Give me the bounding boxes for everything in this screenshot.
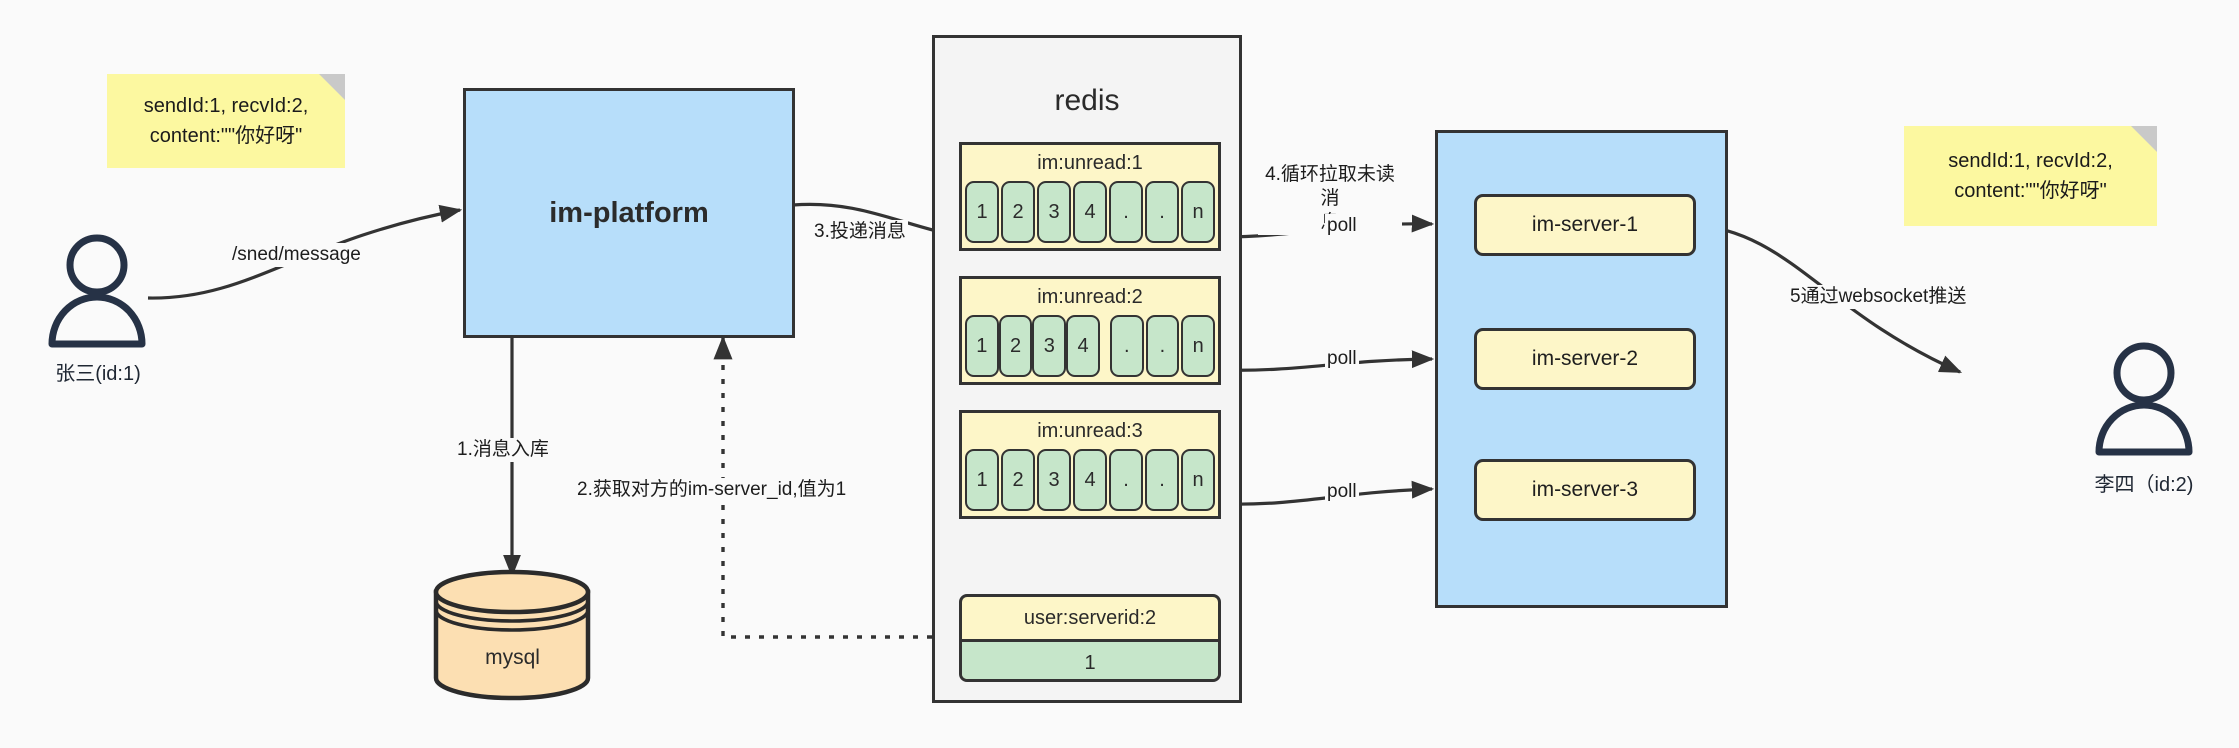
avatar-receiver-label: 李四（id:2): [2094, 474, 2194, 496]
list-cell: 2: [1001, 449, 1035, 511]
user-icon: [2095, 342, 2193, 456]
list-cell: .: [1109, 181, 1143, 243]
edge-label-step2: 2.获取对方的im-server_id,值为1: [575, 478, 849, 502]
note-left-text: sendId:1, recvId:2, content:""你好呀": [143, 95, 309, 147]
avatar-sender-label: 张三(id:1): [55, 363, 141, 385]
list-cell: 2: [1001, 181, 1035, 243]
im-server-1-label: im-server-1: [1531, 213, 1639, 236]
edge-label-step3: 3.投递消息: [812, 220, 908, 244]
redis-list-cells: 1 2 3 4 . . n: [962, 449, 1218, 514]
im-platform-box[interactable]: im-platform: [463, 88, 795, 338]
avatar-sender: [38, 232, 156, 357]
redis-list-key: im:unread:2: [1037, 285, 1143, 308]
redis-list-im-unread-2[interactable]: im:unread:2 1 2 3 4 . . n: [959, 276, 1221, 385]
mysql-label: mysql: [485, 646, 540, 669]
redis-title: redis: [1054, 84, 1120, 117]
list-cell: 4: [1073, 449, 1107, 511]
list-cell: 1: [965, 449, 999, 511]
list-cell: 1: [965, 181, 999, 243]
list-cell: 4: [1073, 181, 1107, 243]
list-cell: .: [1109, 449, 1143, 511]
list-cell: n: [1181, 449, 1215, 511]
im-server-2-box[interactable]: im-server-2: [1474, 328, 1696, 390]
edge-label-step1: 1.消息入库: [455, 438, 551, 462]
redis-list-key: im:unread:1: [1037, 151, 1143, 174]
edge-label-poll-2: poll: [1325, 347, 1359, 371]
list-cell: .: [1145, 181, 1179, 243]
list-cell: .: [1145, 449, 1179, 511]
list-cell: 3: [1037, 181, 1071, 243]
im-server-1-box[interactable]: im-server-1: [1474, 194, 1696, 256]
redis-list-im-unread-3[interactable]: im:unread:3 1 2 3 4 . . n: [959, 410, 1221, 519]
note-right-message: sendId:1, recvId:2, content:""你好呀": [1904, 126, 2157, 226]
list-cell: 3: [1037, 449, 1071, 511]
list-cell: 3: [1032, 315, 1067, 377]
im-platform-label: im-platform: [549, 196, 709, 229]
redis-list-cells: 1 2 3 4 . . n: [962, 181, 1218, 246]
redis-list-im-unread-1[interactable]: im:unread:1 1 2 3 4 . . n: [959, 142, 1221, 251]
redis-list-cells: 1 2 3 4 . . n: [962, 315, 1218, 380]
redis-list-key: im:unread:3: [1037, 419, 1143, 442]
list-cell: n: [1181, 315, 1216, 377]
user-icon: [48, 234, 146, 348]
im-server-3-box[interactable]: im-server-3: [1474, 459, 1696, 521]
note-right-text: sendId:1, recvId:2, content:""你好呀": [1948, 150, 2113, 202]
note-left-message: sendId:1, recvId:2, content:""你好呀": [107, 74, 345, 168]
im-server-2-label: im-server-2: [1531, 347, 1639, 370]
list-cell: n: [1181, 181, 1215, 243]
list-cell: .: [1145, 315, 1180, 377]
im-server-3-label: im-server-3: [1531, 478, 1639, 501]
redis-kv-key: user:serverid:2: [1023, 606, 1157, 629]
avatar-receiver: [2085, 340, 2203, 465]
database-cylinder-icon: [433, 569, 591, 701]
redis-kv-value: 1: [962, 639, 1218, 679]
edge-label-step4: 4.循环拉取未读消 息: [1258, 163, 1402, 235]
list-cell: 1: [965, 315, 999, 377]
edge-label-send-message: /sned/message: [230, 243, 363, 267]
list-cell: .: [1109, 315, 1144, 377]
mysql-database[interactable]: mysql: [430, 568, 595, 703]
list-cell: 4: [1066, 315, 1100, 377]
edge-label-poll-3: poll: [1325, 480, 1359, 504]
edge-label-poll-1: poll: [1325, 214, 1359, 238]
redis-kv-user-serverid[interactable]: user:serverid:2 1: [959, 594, 1221, 682]
list-cell: 2: [998, 315, 1033, 377]
note-fold-icon: [319, 74, 345, 100]
note-fold-icon: [2131, 126, 2157, 152]
edge-label-step5: 5通过websocket推送: [1788, 285, 1969, 309]
